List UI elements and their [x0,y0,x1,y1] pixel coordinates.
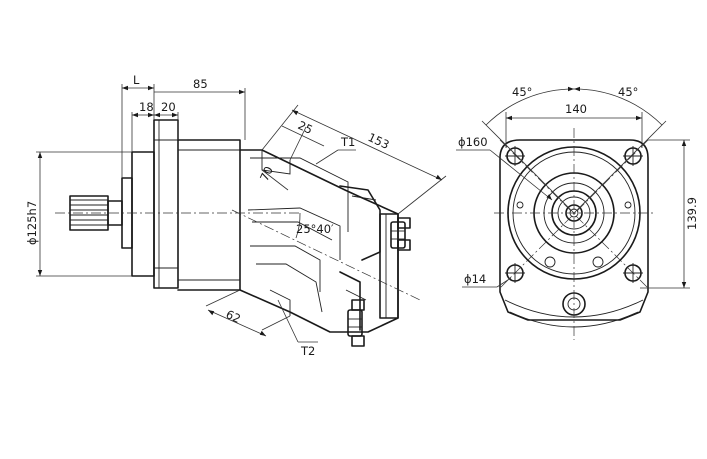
dim-140-label: 140 [565,102,587,116]
dim-L: L [121,73,155,178]
dim-62: 62 [205,289,291,337]
dim-25-label: 25 [296,118,315,137]
dim-160-label: ϕ160 [458,135,488,149]
pilot-spigot [121,151,155,277]
dim-18-20: 18 20 [131,100,179,152]
dim-L-label: L [133,73,140,87]
dim-pilot-diameter: ϕ125h7 [25,151,132,277]
dim-153-label: 153 [366,130,392,152]
dim-20-label: 20 [161,100,176,114]
dim-85: 85 [154,77,246,140]
side-view: L 85 18 20 ϕ125h7 [25,73,447,358]
mounting-flange [153,119,179,289]
angle-left-label: 45° [512,85,532,99]
dim-70-label: 70 [257,164,276,183]
dim-160-leader: ϕ160 [456,135,553,201]
spline-shaft [69,195,123,231]
dim-62-label: 62 [224,307,243,326]
dim-140: 140 [505,102,643,148]
dim-153: 153 [261,104,447,215]
angled-centerline [231,209,421,301]
endcap-bolts [347,217,411,347]
front-view: 45° 45° 140 139.9 ϕ160 [456,85,699,340]
dim-18-label: 18 [139,100,154,114]
dim-bend-angle-label: 25°40′ [296,222,334,236]
angled-housing [239,149,399,333]
dim-45-angles: 45° 45° [481,85,667,214]
angle-right-label: 45° [618,85,638,99]
dim-139-9-label: 139.9 [685,197,699,230]
port-T1-label: T1 [340,135,355,149]
dim-25: 25 [281,118,325,161]
dim-pilot-diameter-label: ϕ125h7 [25,201,39,245]
port-T1-callout: T1 [315,135,356,165]
port-T2-label: T2 [300,344,315,358]
front-diagonal-centerline-b [499,139,649,289]
port-T2-callout: T2 [277,299,318,358]
dim-85-label: 85 [193,77,208,91]
dim-14-leader: ϕ14 [462,272,512,288]
dim-70: 70 [257,164,289,191]
housing [177,139,241,291]
dim-14-label: ϕ14 [464,272,486,286]
dim-bend-angle: 25°40′ [295,212,334,239]
flange-bolt-holes [505,146,643,283]
dim-139-9: 139.9 [640,139,699,289]
